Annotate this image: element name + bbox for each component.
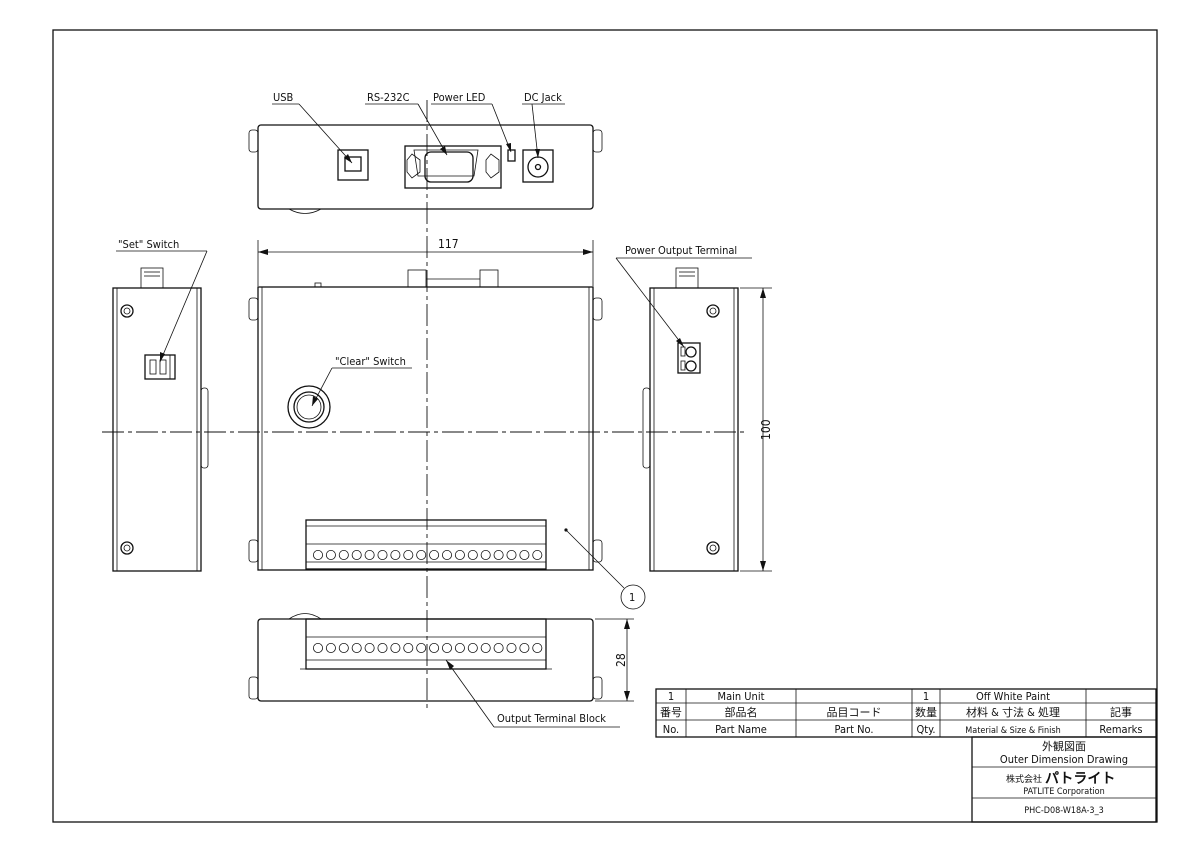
terminal-screw-hole	[390, 550, 401, 561]
company-name-jp: パトライト	[1045, 771, 1115, 787]
power-output-terminal-label: Power Output Terminal	[625, 244, 737, 257]
terminal-screw-hole	[403, 550, 414, 561]
row-part-name: Main Unit	[718, 690, 765, 703]
company-name-en: PATLITE Corporation	[1023, 787, 1104, 797]
header-jp-qty: 数量	[915, 706, 937, 719]
header-en-part-name: Part Name	[715, 723, 767, 736]
right-side-view	[642, 267, 739, 572]
top-view	[248, 124, 603, 214]
terminal-screw-hole	[377, 550, 388, 561]
bottom-view	[248, 613, 603, 702]
terminal-screw-hole	[338, 550, 349, 561]
header-jp-part-no: 品目コード	[827, 706, 882, 719]
front-view	[248, 269, 603, 571]
clear-switch-label: "Clear" Switch	[335, 355, 406, 368]
header-jp-remarks: 記事	[1110, 705, 1132, 719]
terminal-screw-hole	[519, 550, 530, 561]
terminal-screw-hole	[377, 643, 388, 654]
terminal-screw-hole	[506, 550, 517, 561]
terminal-screw-hole	[480, 550, 491, 561]
terminal-screw-hole	[364, 643, 375, 654]
parts-table: 1 Main Unit 1 Off White Paint 番号 部品名 品目コ…	[655, 688, 1157, 738]
title-block: 外観図面 Outer Dimension Drawing 株式会社 パトライト …	[971, 736, 1157, 823]
terminal-screw-hole	[325, 550, 336, 561]
terminal-screw-hole	[532, 643, 543, 654]
header-en-material: Material & Size & Finish	[965, 726, 1060, 736]
usb-label: USB	[273, 91, 294, 104]
terminal-screw-hole	[390, 643, 401, 654]
power-output-terminal	[677, 342, 701, 374]
header-jp-part-name: 部品名	[725, 705, 758, 719]
row-qty: 1	[923, 690, 929, 703]
height-dimension-value: 100	[759, 419, 773, 440]
part-balloon-number: 1	[629, 591, 635, 604]
terminal-screw-hole	[429, 643, 440, 654]
power-led-label: Power LED	[433, 91, 486, 104]
terminal-screw-hole	[454, 550, 465, 561]
terminal-screw-hole	[429, 550, 440, 561]
company-prefix-jp: 株式会社	[1006, 773, 1042, 785]
top-view-callouts: USB RS-232C Power LED DC Jack	[272, 91, 565, 164]
row-material: Off White Paint	[976, 690, 1050, 703]
width-dimension-value: 117	[438, 237, 459, 251]
terminal-screw-hole	[480, 643, 491, 654]
terminal-screw-hole	[364, 550, 375, 561]
set-switch-callout: "Set" Switch	[116, 238, 208, 363]
title-en: Outer Dimension Drawing	[1000, 753, 1128, 766]
terminal-screw-hole	[519, 643, 530, 654]
header-jp-material: 材料 & 寸法 & 処理	[966, 705, 1060, 719]
left-side-view	[112, 267, 209, 572]
terminal-screw-hole	[467, 550, 478, 561]
header-en-qty: Qty.	[916, 723, 935, 736]
row-no: 1	[668, 690, 674, 703]
terminal-screw-hole	[338, 643, 349, 654]
terminal-screw-hole	[312, 550, 323, 561]
terminal-screw-hole	[493, 643, 504, 654]
terminal-screw-hole	[416, 643, 427, 654]
terminal-screw-hole	[325, 643, 336, 654]
part-balloon: 1	[564, 528, 646, 610]
header-en-remarks: Remarks	[1099, 723, 1142, 736]
sheet-border	[52, 29, 1158, 823]
terminal-screw-hole	[312, 643, 323, 654]
title-jp: 外観図面	[1042, 739, 1086, 753]
front-terminal-block	[300, 519, 552, 571]
clear-switch	[287, 385, 331, 429]
terminal-screw-hole	[532, 550, 543, 561]
power-led	[507, 149, 516, 162]
header-jp-no: 番号	[660, 706, 682, 719]
rs232c-label: RS-232C	[367, 91, 410, 104]
width-dimension: 117	[257, 237, 594, 286]
power-output-terminal-callout: Power Output Terminal	[615, 244, 752, 348]
header-en-no: No.	[663, 723, 679, 736]
terminal-screw-hole	[351, 550, 362, 561]
height-dimension: 100	[740, 287, 773, 572]
output-terminal-block-label: Output Terminal Block	[497, 712, 606, 725]
set-switch-label: "Set" Switch	[118, 238, 179, 251]
terminal-screw-hole	[441, 550, 452, 561]
depth-dimension-value: 28	[614, 653, 628, 667]
terminal-screw-hole	[403, 643, 414, 654]
clear-switch-callout: "Clear" Switch	[311, 355, 412, 407]
drawing-number: PHC-D08-W18A-3_3	[1024, 806, 1104, 816]
rs232c-connector	[404, 145, 502, 189]
terminal-screw-hole	[351, 643, 362, 654]
terminal-screw-hole	[467, 643, 478, 654]
output-terminal-block-callout: Output Terminal Block	[445, 659, 620, 728]
terminal-screw-hole	[506, 643, 517, 654]
terminal-screw-hole	[493, 550, 504, 561]
usb-port	[337, 149, 369, 181]
terminal-screw-hole	[416, 550, 427, 561]
bottom-terminal-block	[300, 618, 552, 670]
terminal-screw-hole	[454, 643, 465, 654]
header-en-part-no: Part No.	[834, 723, 873, 736]
terminal-screw-hole	[441, 643, 452, 654]
depth-dimension: 28	[595, 618, 634, 702]
dc-jack-label: DC Jack	[524, 91, 562, 104]
